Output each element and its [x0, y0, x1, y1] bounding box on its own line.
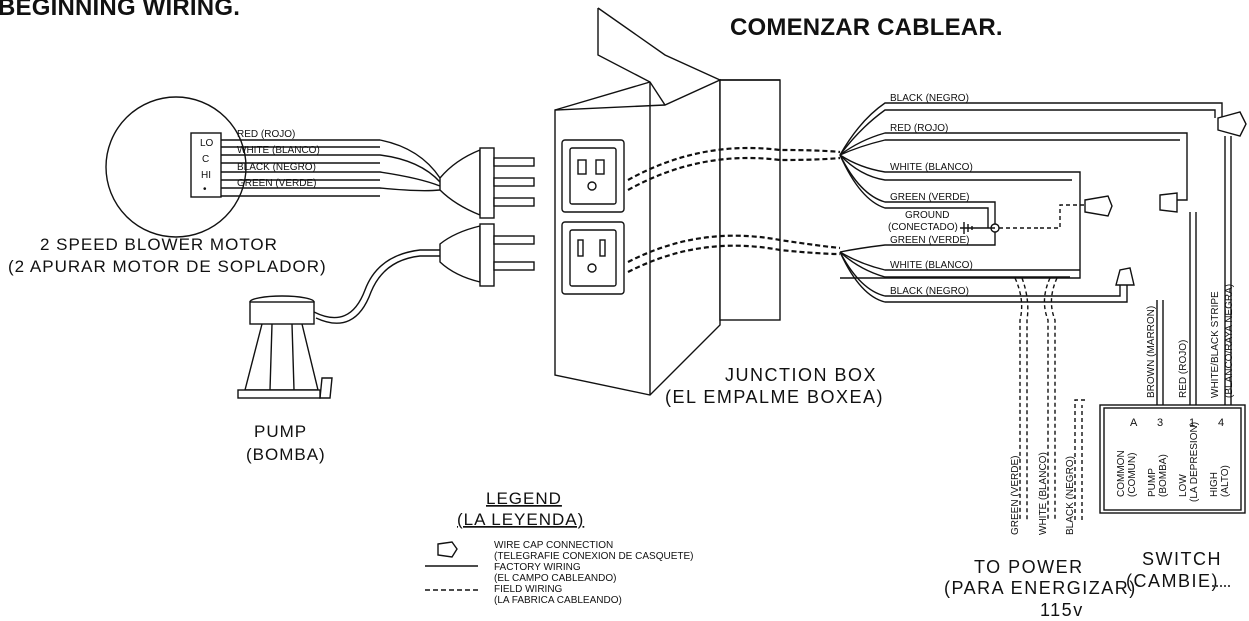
jb-label-green-upper: GREEN (VERDE)	[890, 192, 969, 203]
switch-label-low: LOW	[1178, 474, 1189, 497]
power-wire-black	[1074, 399, 1088, 520]
switch-label-common: COMMON	[1116, 450, 1127, 497]
switch-terminal-4: 4	[1218, 417, 1224, 429]
jb-label-black-lower: BLACK (NEGRO)	[890, 286, 969, 297]
jb-wire-green-lower	[839, 232, 996, 253]
motor-terminal-lo: LO	[200, 138, 214, 149]
jb-label-green-lower: GREEN (VERDE)	[890, 235, 969, 246]
outlet-upper	[561, 139, 625, 213]
jb-wire-white-upper	[839, 154, 1081, 279]
switch-wire-label-white-black-es: (BLANCO/RAYA NEGRA)	[1224, 284, 1235, 398]
jb-wire-black-upper	[839, 102, 1223, 156]
switch-label-es: (CAMBIE)	[1126, 571, 1219, 591]
junction-box-label-es: (EL EMPALME BOXEA)	[665, 387, 884, 407]
switch-label-pump: PUMP	[1147, 468, 1158, 497]
switch-wire-label-white-black: WHITE/BLACK STRIPE	[1210, 291, 1221, 398]
jb-wire-black-lower	[839, 251, 1121, 297]
pump-cord	[313, 249, 440, 319]
motor-wire-label-green: GREEN (VERDE)	[237, 178, 316, 189]
junction-box-label-en: JUNCTION BOX	[725, 365, 877, 385]
power-wire-green	[1014, 277, 1023, 520]
jb-label-white-upper: WHITE (BLANCO)	[890, 162, 973, 173]
switch-label-high: HIGH	[1209, 472, 1220, 497]
power-label-es: (PARA ENERGIZAR)	[944, 578, 1137, 598]
motor-terminal-ground: •	[203, 184, 207, 195]
ground-label-es: (CONECTADO)	[888, 222, 958, 233]
switch-terminal-1: 1	[1189, 417, 1195, 429]
legend-item-wire-cap-es: (TELEGRAFIE CONEXION DE CASQUETE)	[494, 551, 693, 562]
power-label-white: WHITE (BLANCO)	[1038, 452, 1049, 535]
motor-terminal-c: C	[202, 154, 209, 165]
wire-cap-green	[1084, 195, 1113, 217]
power-label-green: GREEN (VERDE)	[1010, 456, 1021, 535]
jb-label-black-upper: BLACK (NEGRO)	[890, 93, 969, 104]
pump-body	[237, 295, 333, 399]
motor-terminal-hi: HI	[201, 170, 211, 181]
jb-wire-red	[839, 132, 1188, 201]
blower-plug	[439, 147, 535, 219]
legend-item-factory-es: (EL CAMPO CABLEANDO)	[494, 573, 616, 584]
wire-cap-black	[1217, 111, 1247, 137]
ground-label: GROUND	[905, 210, 949, 221]
legend-item-wire-cap: WIRE CAP CONNECTION	[494, 540, 613, 551]
motor-wire-label-red: RED (ROJO)	[237, 129, 295, 140]
pump-plug	[439, 223, 535, 287]
switch-body	[1099, 404, 1246, 514]
motor-terminal-block	[190, 132, 222, 198]
legend-item-factory: FACTORY WIRING	[494, 562, 581, 573]
legend-wire-cap-icon	[437, 541, 458, 558]
power-label-black: BLACK (NEGRO)	[1065, 456, 1076, 535]
switch-label-en: SWITCH	[1142, 549, 1222, 569]
heading-english: BEGINNING WIRING.	[0, 0, 241, 21]
switch-label-low-es: (LA DEPRESION)	[1189, 422, 1200, 502]
jb-label-white-lower: WHITE (BLANCO)	[890, 260, 973, 271]
pump-label-en: PUMP	[254, 422, 307, 441]
pump-label-es: (BOMBA)	[246, 445, 326, 464]
outlet-lower	[561, 221, 625, 295]
motor-wire-red	[221, 139, 441, 179]
legend-item-field: FIELD WIRING	[494, 584, 563, 595]
motor-wire-label-black: BLACK (NEGRO)	[237, 162, 316, 173]
junction-box-internal-wire-upper	[627, 146, 841, 181]
wire-cap-white	[1115, 267, 1135, 286]
motor-wire-black	[221, 171, 441, 187]
motor-wire-white	[221, 154, 441, 183]
power-wire-white	[1043, 277, 1051, 520]
wire-cap-red	[1159, 192, 1178, 213]
switch-label-high-es: (ALTO)	[1220, 465, 1231, 497]
power-voltage: 115v	[1040, 600, 1084, 620]
junction-box	[554, 7, 781, 396]
switch-terminal-3: 3	[1157, 417, 1163, 429]
legend-title-en: LEGEND	[486, 489, 562, 508]
motor-wire-label-white: WHITE (BLANCO)	[237, 145, 320, 156]
motor-wire-green	[221, 187, 441, 192]
switch-terminal-a: A	[1130, 417, 1138, 429]
switch-wire-label-brown: BROWN (MARRON)	[1146, 306, 1157, 398]
motor-label-es: (2 APURAR MOTOR DE SOPLADOR)	[8, 257, 327, 276]
junction-box-internal-wire-lower	[627, 234, 841, 263]
switch-wire-label-red: RED (ROJO)	[1178, 340, 1189, 398]
jb-label-red: RED (ROJO)	[890, 123, 948, 134]
legend-item-field-es: (LA FABRICA CABLEANDO)	[494, 595, 622, 606]
switch-label-pump-es: (BOMBA)	[1158, 454, 1169, 497]
switch-label-common-es: (COMUN)	[1127, 453, 1138, 497]
heading-spanish: COMENZAR CABLEAR.	[730, 14, 1003, 41]
motor-label-en: 2 SPEED BLOWER MOTOR	[40, 235, 278, 254]
blower-motor-body	[105, 96, 247, 238]
power-label-en: TO POWER	[974, 557, 1084, 577]
legend-title-es: (LA LEYENDA)	[457, 510, 584, 529]
jb-wire-white-lower	[839, 251, 1080, 271]
